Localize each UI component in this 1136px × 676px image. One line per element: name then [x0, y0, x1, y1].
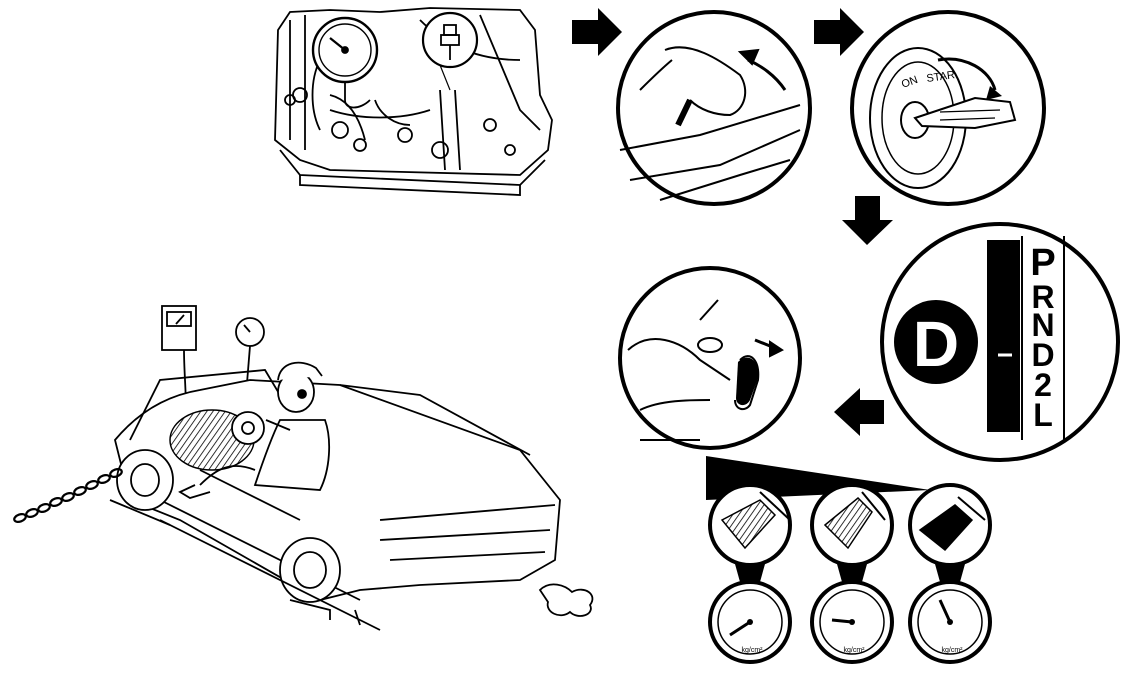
gate-position-r: R: [1031, 279, 1054, 315]
shift-d-badge: [894, 300, 978, 384]
engine-pressure-gauge-illustration: [274, 7, 553, 196]
arrow-right-2: [814, 8, 864, 56]
tow-chain: [13, 468, 123, 523]
shift-d-letter: D: [913, 308, 959, 380]
car-stall-test-illustration: [13, 305, 594, 631]
gauge-3-unit: kg/cm²: [942, 647, 964, 654]
gate-position-p: P: [1030, 242, 1055, 284]
pressure-gauge-2: kg/cm²: [810, 580, 894, 664]
accelerator-pedal-inset: [618, 266, 802, 450]
arrow-right-1: [572, 8, 622, 56]
shift-position-inset: D P R N D 2 L: [880, 222, 1120, 462]
ignition-on-label: ON: [900, 74, 920, 91]
gate-position-l: L: [1033, 397, 1053, 433]
parking-brake-release-inset: [616, 10, 812, 206]
pedal-stages-group: kg/cm² kg/cm² kg/cm²: [706, 456, 992, 664]
gate-position-2: 2: [1034, 367, 1052, 403]
shift-gate-bar: [987, 240, 1020, 432]
pressure-gauge-1: kg/cm²: [708, 580, 792, 664]
gate-position-d: D: [1031, 337, 1054, 373]
ignition-start-label: STAR: [926, 69, 956, 85]
ignition-key-inset: ON STAR: [850, 10, 1046, 206]
gauge-2-unit: kg/cm²: [844, 647, 866, 654]
arrow-down: [842, 196, 893, 245]
gauge-1-unit: kg/cm²: [742, 647, 764, 654]
pressure-gauge-3: kg/cm²: [908, 580, 992, 664]
arrow-left: [834, 388, 884, 436]
gate-position-n: N: [1031, 307, 1054, 343]
